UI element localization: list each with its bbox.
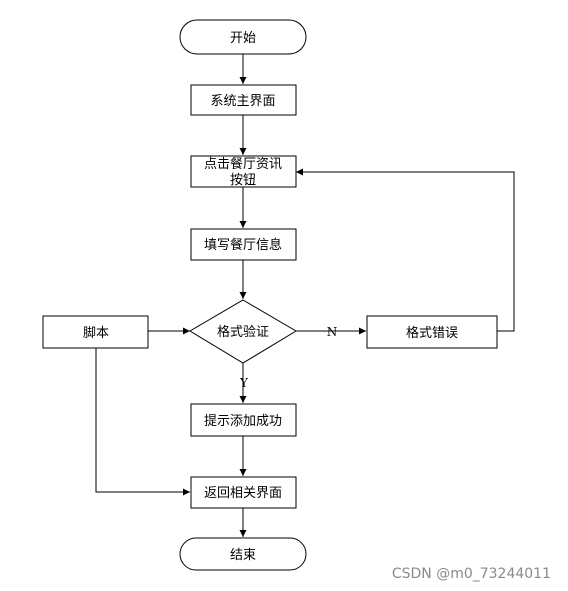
decision-shape: [189, 299, 297, 364]
node-click-button: 点击餐厅资讯 按钮: [190, 155, 297, 188]
process-shape: [366, 315, 498, 349]
node-label: 结束: [230, 548, 256, 563]
node-label: 填写餐厅信息: [204, 237, 282, 253]
node-label-line2: 按钮: [230, 173, 256, 188]
node-return-ui: 返回相关界面: [190, 476, 297, 509]
node-label: 格式错误: [406, 325, 458, 341]
edge-label-no: N: [327, 325, 338, 339]
terminator-shape: [179, 537, 307, 571]
edge-label-yes: Y: [239, 376, 249, 390]
node-label: 格式验证: [217, 324, 269, 340]
terminator-shape: [179, 19, 307, 55]
process-shape: [42, 315, 149, 349]
node-add-success: 提示添加成功: [190, 403, 297, 437]
node-label-line1: 点击餐厅资讯: [204, 156, 282, 172]
node-start: 开始: [179, 19, 307, 55]
process-shape: [190, 403, 297, 437]
process-shape: [190, 84, 297, 116]
node-format-error: 格式错误: [366, 315, 498, 349]
node-label: 返回相关界面: [204, 486, 282, 501]
node-main-ui: 系统主界面: [190, 84, 297, 116]
node-label: 提示添加成功: [204, 413, 282, 429]
node-validate: 格式验证: [189, 299, 297, 364]
edge-script-to-return: [95, 348, 190, 496]
process-shape: [190, 155, 297, 188]
node-label: 脚本: [83, 325, 109, 341]
process-shape: [190, 476, 297, 509]
connectors: N Y: [95, 54, 515, 537]
node-label: 系统主界面: [210, 94, 275, 109]
node-end: 结束: [179, 537, 307, 571]
watermark: CSDN @m0_73244011: [392, 566, 551, 582]
node-label: 开始: [230, 31, 256, 46]
node-fill-info: 填写餐厅信息: [190, 228, 297, 261]
edge-error-back-to-click: [296, 168, 515, 332]
process-shape: [190, 228, 297, 261]
node-script: 脚本: [42, 315, 149, 349]
